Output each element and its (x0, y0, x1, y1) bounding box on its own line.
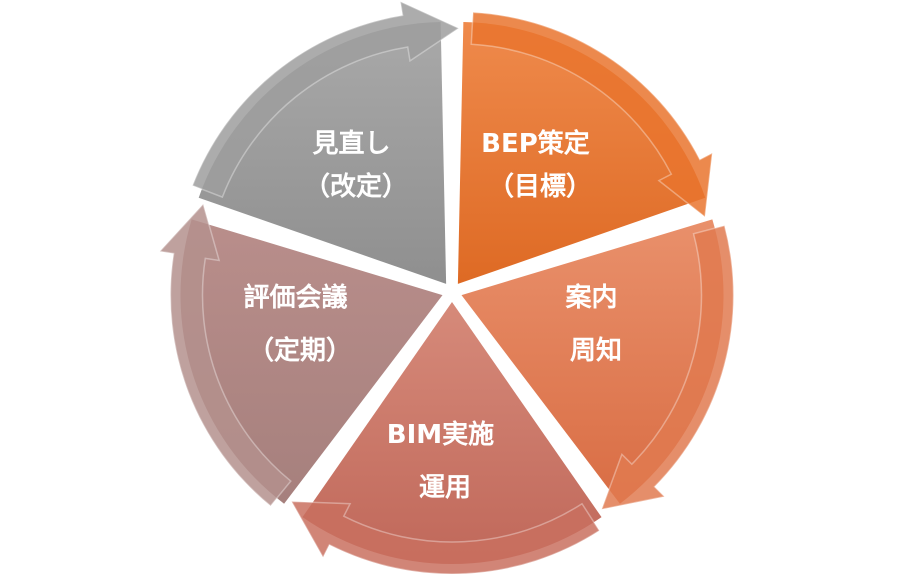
segment-label-line2: 運用 (419, 473, 471, 503)
segment-label-line2: （目標） (488, 172, 592, 202)
segment-label-line2: （定期） (248, 335, 352, 366)
segment-review: 評価会議 （定期） (158, 202, 443, 507)
segment-revise: 見直し （改定） (191, 0, 461, 284)
segment-bim: BIM実施 運用 (290, 302, 602, 574)
segment-label-line2: （改定） (304, 171, 408, 202)
segment-label: BIM実施 運用 (387, 419, 503, 503)
segment-ring-arrow (191, 0, 461, 199)
segment-label-line1: 評価会議 (243, 282, 347, 313)
segment-label: BEP策定 （目標） (481, 128, 599, 202)
segment-wedge (180, 219, 443, 504)
segment-label-line2: 周知 (570, 336, 622, 366)
segment-ring-arrow (470, 11, 714, 219)
segment-wedge (302, 302, 602, 564)
segment-label: 評価会議 （定期） (243, 282, 356, 366)
segment-label-line1: BIM実施 (387, 419, 494, 450)
segment-label-line1: 案内 (564, 282, 617, 313)
segment-ring-arrow (158, 202, 292, 507)
segment-wedge (198, 21, 447, 284)
segment-label-line1: 見直し (312, 129, 390, 159)
segment-label-line1: BEP策定 (481, 128, 590, 159)
segment-wedge (461, 219, 724, 504)
segment-bep: BEP策定 （目標） (457, 11, 714, 284)
segment-ring-arrow (290, 500, 601, 574)
segment-ring-arrow (600, 224, 735, 511)
segment-wedge (457, 21, 706, 284)
segment-label: 案内 周知 (564, 282, 626, 366)
segment-label: 見直し （改定） (304, 129, 408, 202)
segment-notice: 案内 周知 (461, 219, 735, 511)
